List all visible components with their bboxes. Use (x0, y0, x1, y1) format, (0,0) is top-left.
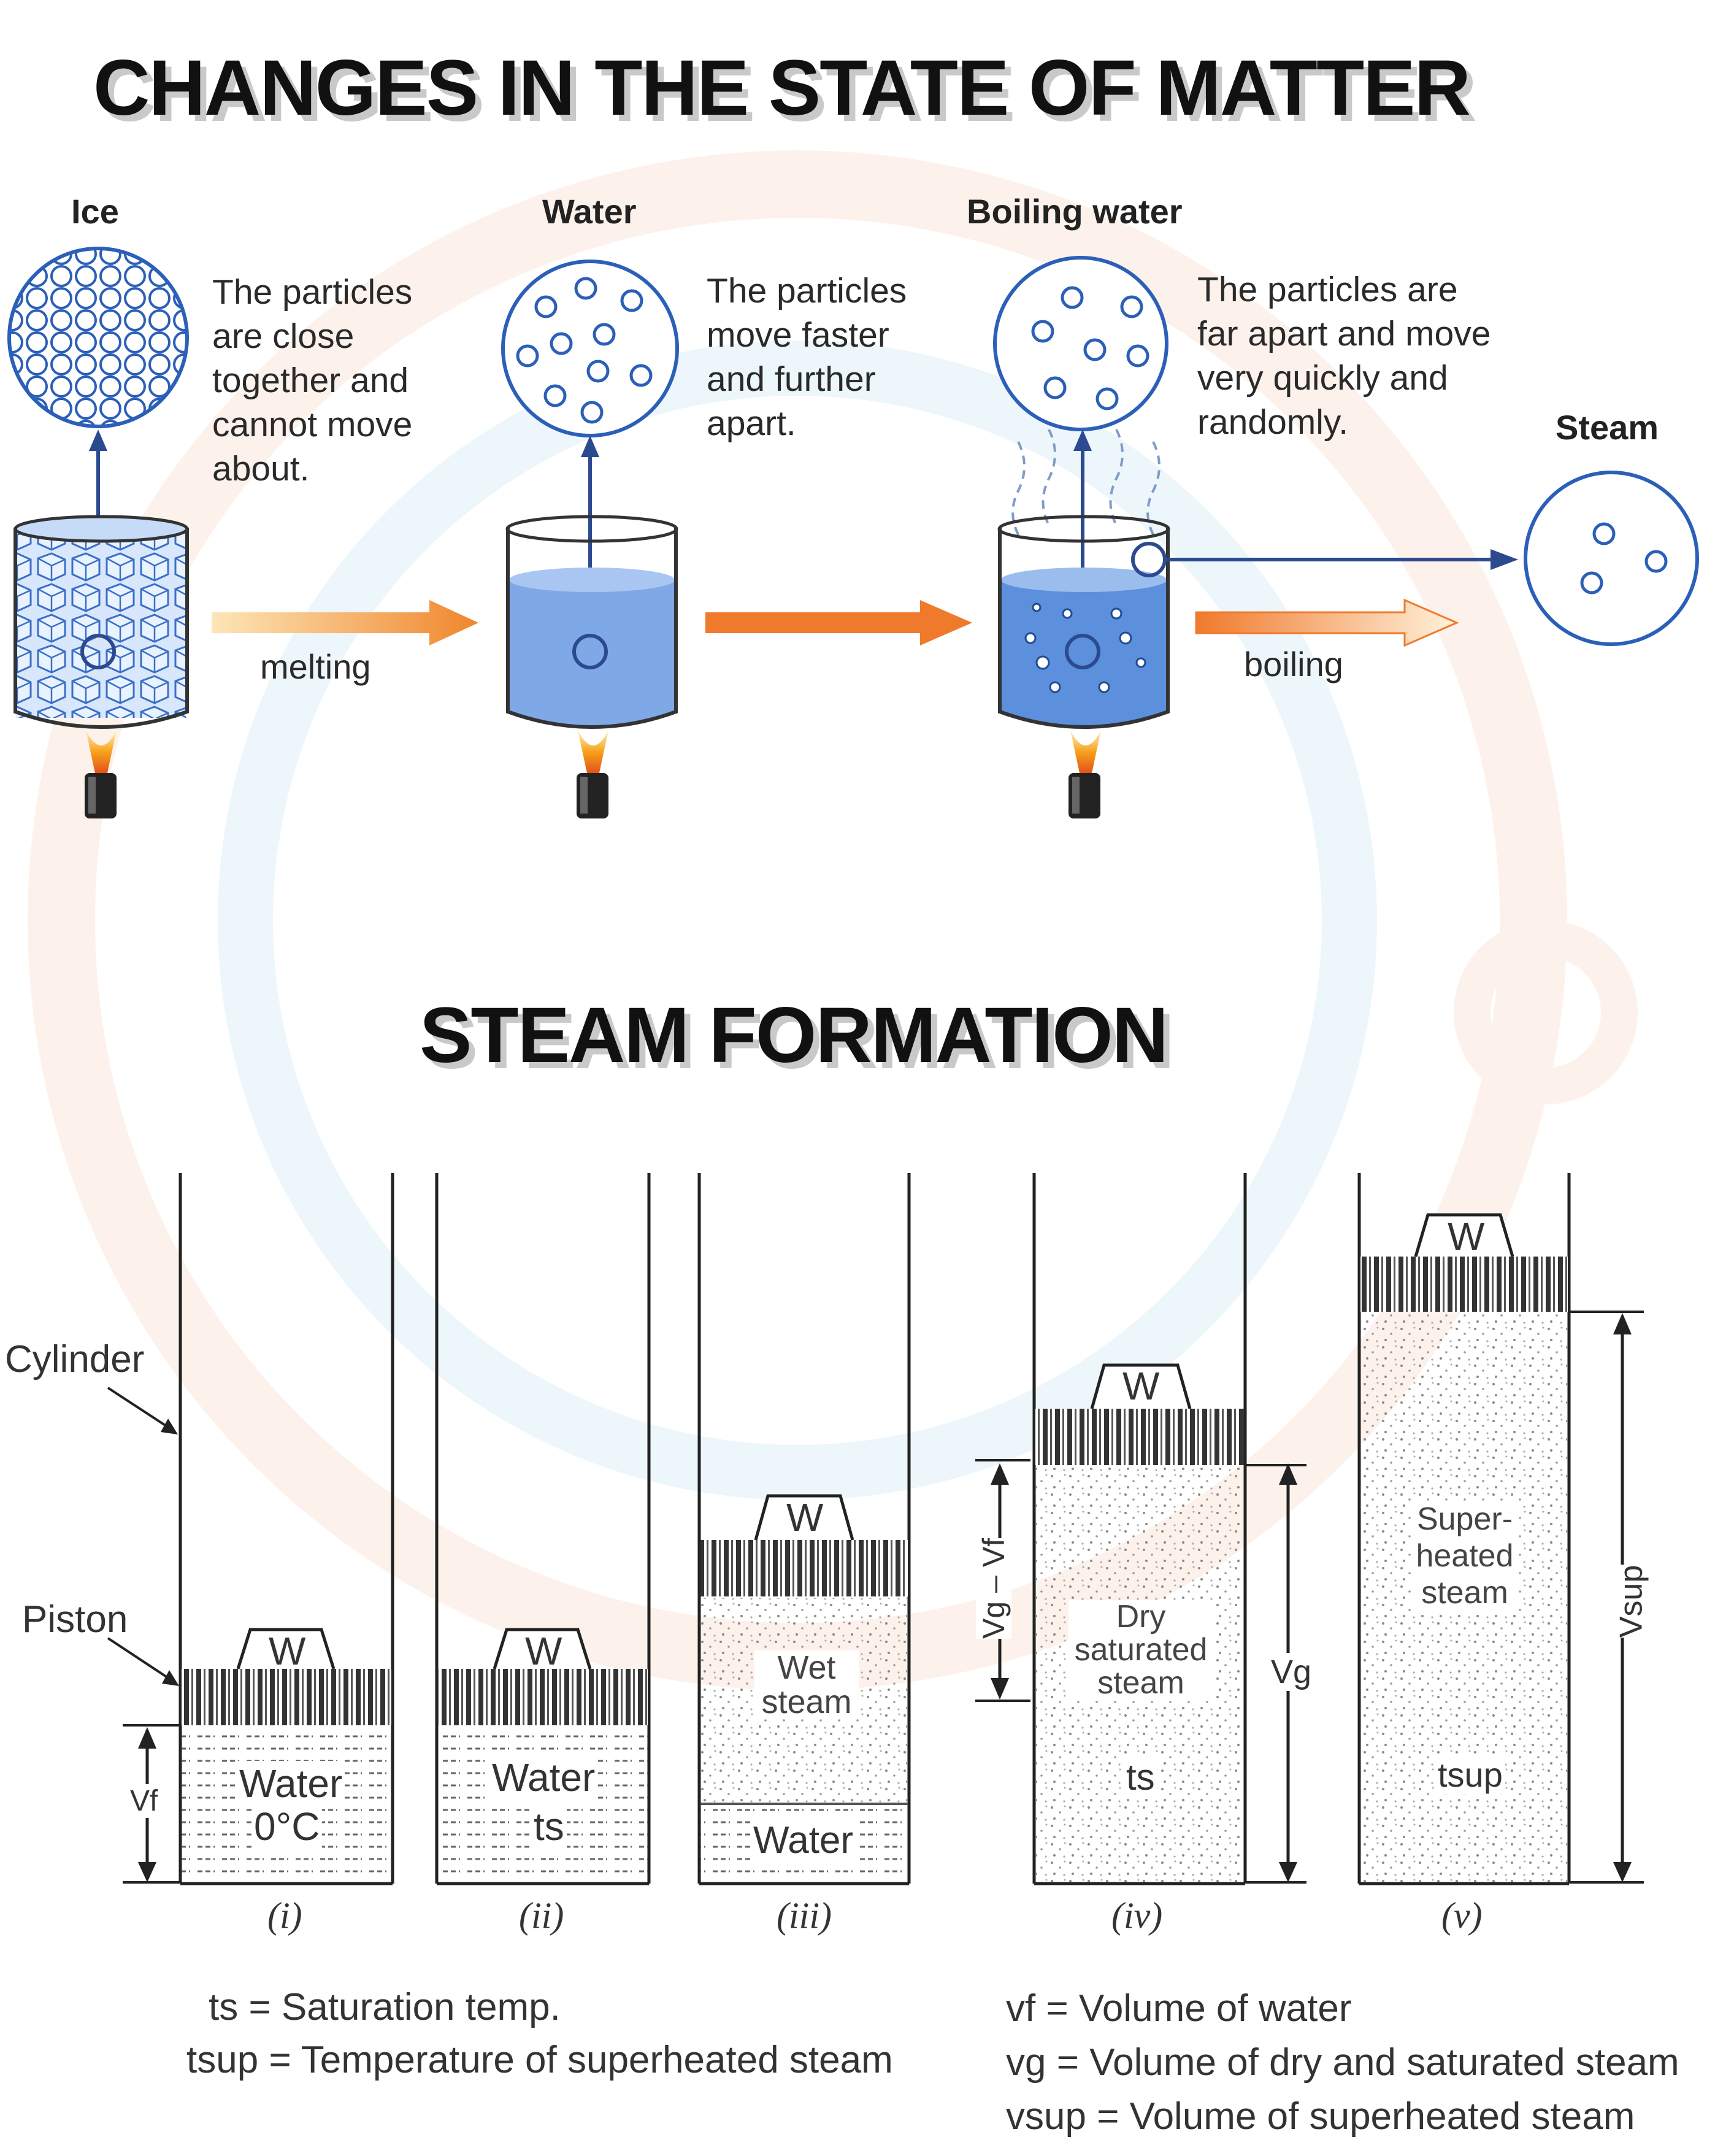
boiling-label: boiling (1244, 645, 1343, 683)
contents-label-iii: Wet steam (754, 1650, 859, 1719)
boiling-particle-circle (993, 256, 1168, 431)
temp-label-v: tsup (1435, 1755, 1505, 1795)
cylinder-label: Cylinder (5, 1338, 145, 1380)
stage-caption-iv: (iv) (1111, 1895, 1163, 1936)
legend-tsup: tsup = Temperature of superheated steam (186, 2038, 893, 2082)
legend-vg-symbol: vg (1006, 2041, 1046, 2084)
dimension-label-vg-vf: Vg – Vf (976, 1538, 1011, 1639)
contents-label-iv: Dry saturated steam (1069, 1600, 1213, 1700)
state-label-water: Water (542, 192, 637, 231)
weight-label-i: W (269, 1629, 306, 1673)
water-beaker (505, 515, 678, 729)
temp-label-i: 0°C (251, 1804, 323, 1849)
weight-label-iv: W (1122, 1364, 1160, 1408)
ice-description: The particles are close together and can… (212, 272, 413, 488)
dimension-label-vg: Vg (1271, 1653, 1312, 1691)
weight-label-v: W (1448, 1214, 1485, 1258)
states-diagram (7, 247, 1699, 818)
ice-beaker (13, 515, 189, 729)
state-label-ice: Ice (71, 192, 119, 231)
melting-label: melting (260, 647, 371, 686)
dimension-label-vf: Vf (130, 1784, 158, 1818)
legend-vf: vf = Volume of water (1006, 1987, 1351, 2030)
state-label-steam: Steam (1556, 408, 1659, 447)
piston-label: Piston (22, 1598, 128, 1641)
legend-vg: vg = Volume of dry and saturated steam (1006, 2041, 1679, 2084)
state-label-boiling-water: Boiling water (967, 192, 1183, 231)
contents-label-i: Water (237, 1761, 345, 1806)
legend-ts-text: = Saturation temp. (248, 1986, 561, 2028)
temp-label-iv: ts (1124, 1756, 1157, 1798)
boiling-beaker (997, 515, 1170, 729)
legend-ts-symbol: ts (209, 1986, 239, 2028)
legend-vsup-text: = Volume of superheated steam (1097, 2095, 1635, 2138)
section-title-steam-formation: STEAM FORMATION (420, 991, 1168, 1079)
legend-tsup-symbol: tsup (186, 2039, 259, 2081)
boiling-description: The particles are far apart and move ver… (1197, 270, 1491, 442)
dimension-label-vsup: Vsup (1613, 1565, 1650, 1638)
stage-caption-v: (v) (1441, 1895, 1483, 1936)
water-description: The particles move faster and further ap… (707, 271, 907, 443)
contents-label-v: Super-heated steam (1411, 1501, 1519, 1611)
stage-caption-i: (i) (267, 1895, 302, 1936)
legend-vsup: vsup = Volume of superheated steam (1006, 2095, 1635, 2138)
legend-vf-text: = Volume of water (1046, 1987, 1352, 2030)
legend-tsup-text: = Temperature of superheated steam (269, 2039, 893, 2081)
weight-label-iii: W (786, 1495, 824, 1539)
liquid-label-iii: Water (751, 1819, 856, 1862)
page-title: CHANGES IN THE STATE OF MATTER (93, 44, 1471, 132)
temp-label-ii: ts (531, 1804, 567, 1849)
steam-particle-circle (1524, 471, 1699, 646)
stage-caption-iii: (iii) (777, 1895, 832, 1936)
legend-ts: ts = Saturation temp. (209, 1985, 561, 2029)
legend-vsup-symbol: vsup (1006, 2095, 1086, 2138)
weight-label-ii: W (525, 1629, 562, 1673)
stage-caption-ii: (ii) (519, 1895, 564, 1936)
legend-vg-text: = Volume of dry and saturated steam (1056, 2041, 1679, 2084)
ice-particle-circle (7, 247, 189, 428)
contents-label-ii: Water (489, 1755, 598, 1800)
legend-vf-symbol: vf (1006, 1987, 1036, 2030)
